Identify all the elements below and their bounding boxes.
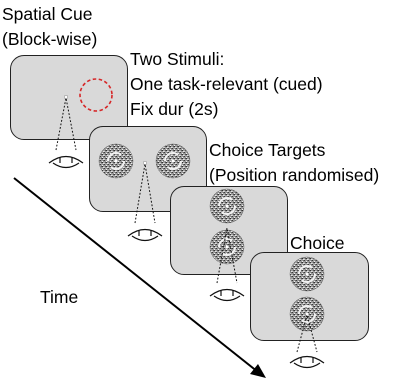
cue-circle: [79, 78, 113, 112]
gaze-cone: [134, 163, 156, 224]
two-stimuli-label-line-1: Two Stimuli:: [130, 49, 225, 69]
gaze-cone: [55, 97, 77, 151]
two-stimuli-label-line-3: Fix dur (2s): [130, 99, 219, 119]
two-stimuli-label-line-2: One task-relevant (cued): [130, 74, 323, 94]
choice-target-bottom: [289, 296, 325, 332]
fixation-dot: [63, 94, 69, 100]
spatial-cue-label-line-2: (Block-wise): [2, 29, 98, 49]
time-arrow-line: [13, 177, 259, 373]
stimulus-left: [98, 143, 134, 179]
choice-target-bottom: [209, 229, 245, 265]
spatial-cue-label-line-1: Spatial Cue: [2, 4, 93, 24]
gaze-cone: [216, 227, 238, 284]
screen-spatial-cue: [10, 55, 128, 140]
choice-target-top: [209, 188, 245, 224]
choice-label: Choice: [290, 233, 345, 253]
choice-targets-label-line-1: Choice Targets: [209, 140, 326, 160]
time-label: Time: [40, 287, 79, 307]
choice-targets-label-line-2: (Position randomised): [209, 165, 380, 185]
choice-target-top: [289, 256, 325, 292]
time-arrow-head: [250, 364, 266, 378]
eye-icon: [289, 355, 325, 369]
eye-icon: [127, 228, 163, 242]
fixation-dot: [142, 160, 148, 166]
eye-icon: [48, 155, 84, 169]
stimulus-right: [155, 143, 191, 179]
eye-icon: [209, 288, 245, 302]
